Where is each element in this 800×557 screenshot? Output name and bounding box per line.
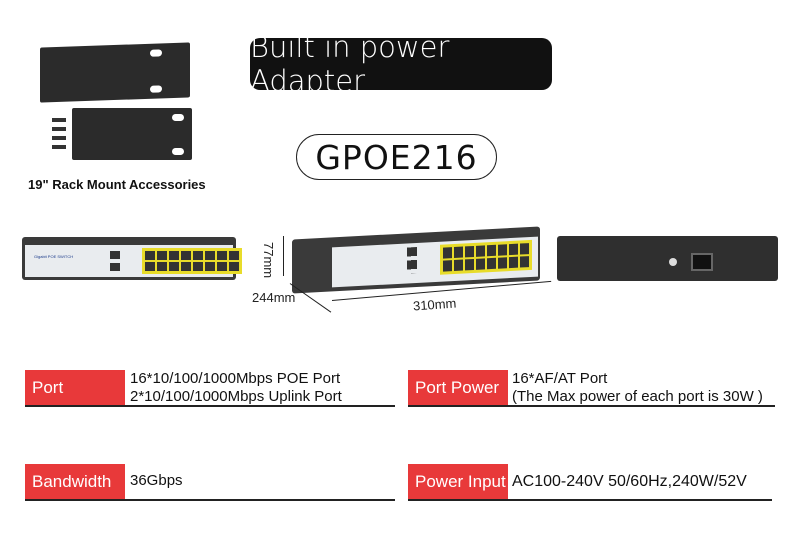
rack-bracket-image — [72, 108, 192, 160]
spec-line: 2*10/100/1000Mbps Uplink Port — [130, 388, 342, 405]
divider — [25, 405, 395, 407]
spec-label-bandwidth: Bandwidth — [25, 464, 125, 500]
switch-rear-image — [557, 236, 778, 281]
divider — [408, 499, 772, 501]
poe-ports — [142, 248, 242, 274]
spec-line: 16*AF/AT Port — [512, 370, 608, 387]
spec-line: 16*10/100/1000Mbps POE Port — [130, 370, 341, 387]
spec-value-port: 16*10/100/1000Mbps POE Port 2*10/100/100… — [130, 370, 342, 406]
height-dimension: 77mm — [261, 242, 276, 279]
screws-image — [52, 118, 66, 154]
switch-isometric-image — [292, 226, 540, 294]
model-name: GPOE216 — [296, 134, 497, 180]
spec-line: (The Max power of each port is 30W ) — [512, 388, 763, 405]
headline-banner: Built in power Adapter — [250, 30, 552, 98]
spec-value-bandwidth: 36Gbps — [130, 472, 183, 489]
depth-dimension: 244mm — [252, 290, 296, 305]
width-dimension: 310mm — [412, 295, 457, 314]
divider — [25, 499, 395, 501]
spec-value-power-input: AC100-240V 50/60Hz,240W/52V — [512, 473, 747, 490]
switch-front-image: Gigabit POE SWITCH — [22, 237, 242, 280]
rack-bracket-image — [40, 42, 190, 103]
accessories-caption: 19" Rack Mount Accessories — [28, 177, 206, 192]
spec-label-port-power: Port Power — [408, 370, 508, 406]
spec-label-power-input: Power Input — [408, 464, 508, 500]
spec-label-port: Port — [25, 370, 125, 406]
device-brand-text: Gigabit POE SWITCH — [34, 254, 74, 259]
spec-value-port-power: 16*AF/AT Port (The Max power of each por… — [512, 370, 763, 406]
divider — [408, 405, 775, 407]
